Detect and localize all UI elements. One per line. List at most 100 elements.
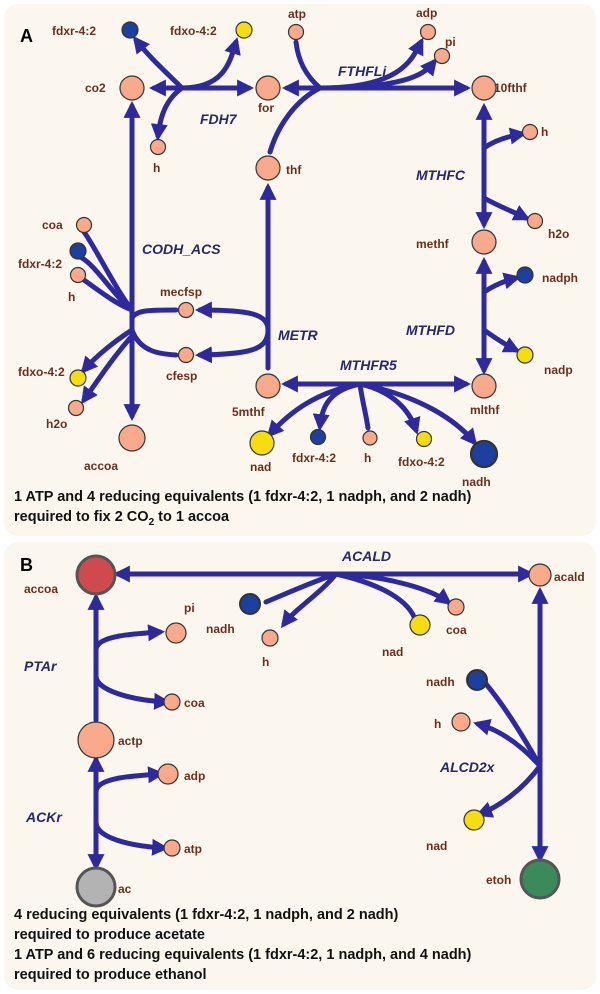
edge-mthfd-nadp: [481, 327, 521, 353]
label-adp: adp: [416, 6, 437, 20]
label-methf: methf: [416, 237, 450, 251]
node-h-fdh: [149, 138, 167, 156]
node-nadh-a: [469, 439, 499, 469]
label-accoa-b: accoa: [24, 582, 58, 596]
metabolite-labels-a: fdxr-4:2 fdxo-4:2 co2 h for atp adp pi 1…: [18, 6, 578, 489]
label-h2o-mthfc: h2o: [548, 227, 569, 241]
node-actp: [77, 721, 115, 759]
edge-metr-cfesp: [194, 327, 271, 364]
rxn-alcd2x: ALCD2x: [439, 759, 496, 775]
label-coa-ptar: coa: [184, 696, 205, 710]
node-h2o-left: [67, 399, 85, 417]
panel-b-note-line4: required to produce ethanol: [14, 967, 207, 983]
node-methf: [471, 229, 497, 255]
edge-fthfli-thf: [267, 85, 323, 155]
node-h2o-mthfc: [526, 212, 544, 230]
label-5mthf: 5mthf: [232, 405, 266, 419]
label-pi-b: pi: [184, 601, 195, 615]
node-10fthf: [471, 75, 497, 101]
label-nad-alcd: nad: [426, 839, 447, 853]
label-cfesp: cfesp: [166, 369, 197, 383]
edge-alcd2x-nad: [475, 763, 543, 818]
edge-ptar-pi: [93, 624, 166, 653]
panel-b-nodes: [75, 554, 561, 908]
panel-a-label: A: [20, 26, 33, 46]
label-10fthf: 10fthf: [494, 81, 528, 95]
label-for: for: [258, 101, 274, 115]
edge-ptar-coa: [93, 673, 172, 710]
label-fdxo-top: fdxo-4:2: [170, 24, 217, 38]
node-pi-b: [165, 622, 187, 644]
node-nadp: [516, 346, 534, 364]
label-atp-b: atp: [184, 842, 202, 856]
note-text-before: required to fix 2 CO: [14, 509, 149, 525]
node-ac: [75, 866, 117, 908]
node-etoh: [519, 858, 561, 900]
label-h-mthfc: h: [541, 125, 548, 139]
node-fdxo-top: [235, 21, 253, 39]
note-text-after: to 1 accoa: [154, 509, 230, 525]
label-h-left: h: [68, 290, 75, 304]
panel-b-note-line1: 4 reducing equivalents (1 fdxr-4:2, 1 na…: [14, 907, 399, 923]
panel-a-nodes: [67, 21, 544, 469]
node-nadph: [516, 266, 534, 284]
node-thf: [255, 155, 281, 181]
label-nadph: nadph: [542, 271, 578, 285]
node-atp: [287, 23, 305, 41]
node-fdxr-top: [121, 21, 139, 39]
panel-a-note-line1: 1 ATP and 4 reducing equivalents (1 fdxr…: [14, 489, 472, 505]
rxn-ackr: ACKr: [25, 809, 63, 825]
rxn-mthfc: MTHFC: [416, 167, 466, 183]
node-fdxo-bottom: [415, 430, 433, 448]
label-h2o-left: h2o: [46, 417, 67, 431]
node-fdxo-left: [69, 369, 87, 387]
label-nadh-alcd: nadh: [426, 675, 455, 689]
label-h-alcd: h: [434, 717, 441, 731]
node-acald: [528, 563, 552, 587]
label-mecfsp: mecfsp: [160, 285, 202, 299]
label-fdxo-left: fdxo-4:2: [18, 365, 65, 379]
node-adp-b: [157, 763, 179, 785]
edge-codh-mecfsp: [129, 307, 179, 321]
label-nadh-a: nadh: [462, 475, 491, 489]
label-actp: actp: [118, 734, 143, 748]
edge-codh-cfesp: [129, 327, 179, 358]
label-nadh-acald: nadh: [206, 622, 235, 636]
edge-codh-h: [81, 277, 135, 313]
edge-codh-h2o: [81, 333, 135, 405]
rxn-metr: METR: [278, 327, 319, 343]
rxn-codh-acs: CODH_ACS: [142, 241, 221, 257]
edge-mthfc-h: [481, 127, 528, 151]
panel-a: [4, 4, 596, 536]
rxn-mthfd: MTHFD: [406, 322, 455, 338]
edge-mthfd-nadph: [481, 272, 521, 295]
node-for: [255, 75, 281, 101]
node-h-acald: [261, 629, 279, 647]
label-coa: coa: [42, 218, 63, 232]
node-pi: [433, 47, 451, 65]
label-ac: ac: [118, 882, 132, 896]
edge-metr-mecfsp: [194, 301, 271, 333]
label-h-fdh: h: [153, 161, 160, 175]
label-fdxo-bottom: fdxo-4:2: [398, 455, 445, 469]
rxn-fthfli: FTHFLi: [338, 63, 387, 79]
rxn-ptar: PTAr: [24, 658, 58, 674]
rxn-fdh7: FDH7: [200, 111, 238, 127]
panel-b-label: B: [20, 555, 33, 575]
rxn-acald: ACALD: [341, 548, 391, 564]
label-fdxr-bottom: fdxr-4:2: [292, 451, 336, 465]
label-acald: acald: [554, 570, 585, 584]
edge-fthfli-atp: [293, 39, 323, 91]
node-coa: [75, 216, 93, 234]
node-fdxr-left: [69, 242, 87, 260]
label-nad-acald: nad: [382, 645, 403, 659]
label-pi: pi: [445, 35, 456, 49]
edge-ackr-adp: [93, 766, 166, 795]
node-adp: [419, 23, 437, 41]
label-nad-a: nad: [250, 460, 271, 474]
label-co2: co2: [85, 81, 106, 95]
edge-mthfr5-h: [357, 381, 371, 431]
edge-codh-fdxo: [80, 327, 135, 374]
edge-acald-nadh: [263, 571, 339, 605]
edge-alcd2x-nadh: [483, 681, 543, 769]
